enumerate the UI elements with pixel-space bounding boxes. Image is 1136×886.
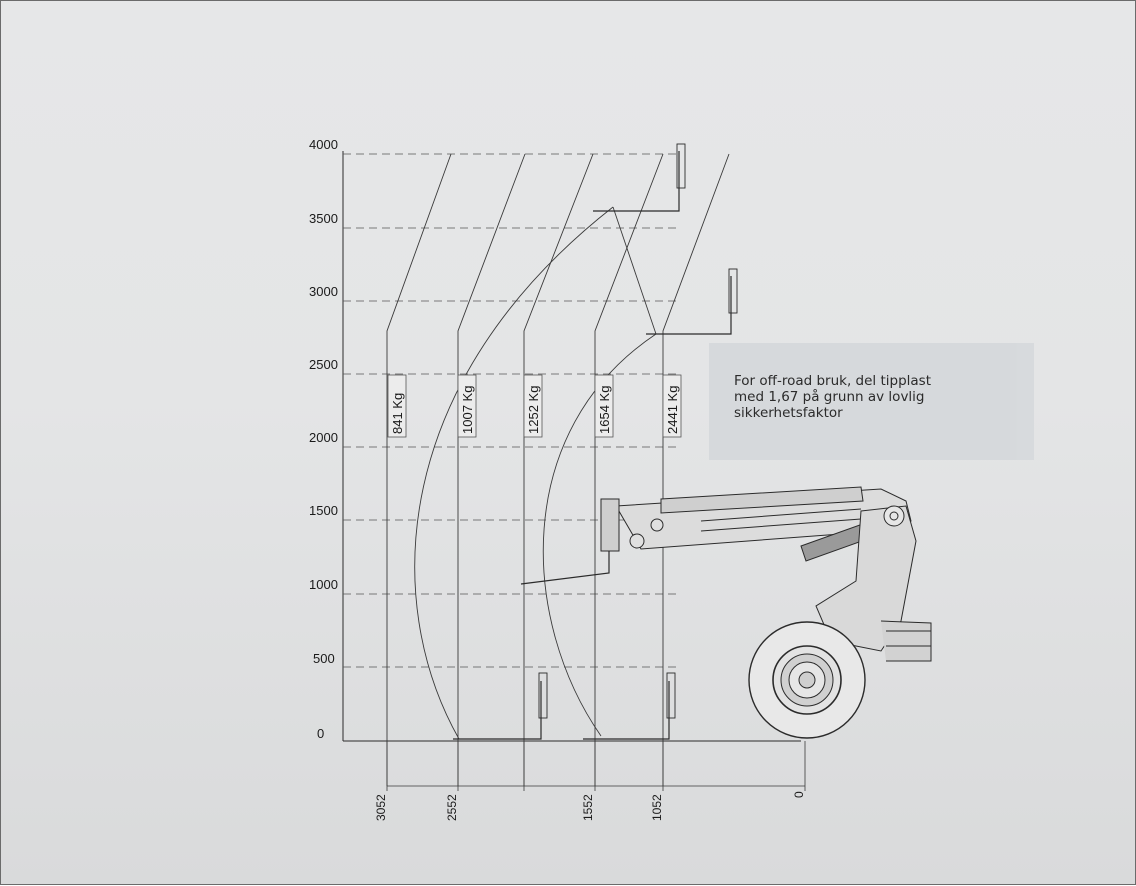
capacity-label-2441: 2441 Kg bbox=[665, 386, 680, 434]
capacity-label-1252: 1252 Kg bbox=[526, 386, 541, 434]
x-label-3052: 3052 bbox=[374, 794, 388, 821]
fork-positions bbox=[453, 143, 738, 740]
telehandler-illustration bbox=[600, 486, 932, 739]
y-label-4000: 4000 bbox=[309, 137, 338, 152]
y-label-2500: 2500 bbox=[309, 357, 338, 372]
x-label-2552: 2552 bbox=[445, 794, 459, 821]
capacity-zone-lines bbox=[386, 153, 730, 786]
y-label-1000: 1000 bbox=[309, 577, 338, 592]
y-label-500: 500 bbox=[313, 651, 335, 666]
y-label-2000: 2000 bbox=[309, 430, 338, 445]
capacity-label-1654: 1654 Kg bbox=[597, 386, 612, 434]
note-line-3: sikkerhetsfaktor bbox=[734, 405, 843, 421]
note-line-2: med 1,67 på grunn av lovlig bbox=[734, 389, 925, 405]
x-label-1552: 1552 bbox=[581, 794, 595, 821]
reach-arcs bbox=[414, 206, 657, 740]
capacity-labels: 841 Kg 1007 Kg 1252 Kg 1654 Kg 2441 Kg bbox=[387, 374, 682, 438]
note-line-1: For off-road bruk, del tipplast bbox=[734, 373, 931, 389]
y-axis bbox=[342, 151, 801, 742]
reach-dimension bbox=[386, 741, 806, 791]
y-label-0: 0 bbox=[317, 726, 324, 741]
y-label-1500: 1500 bbox=[309, 503, 338, 518]
x-label-0: 0 bbox=[792, 791, 806, 798]
capacity-label-1007: 1007 Kg bbox=[460, 386, 475, 434]
y-label-3000: 3000 bbox=[309, 284, 338, 299]
y-label-3500: 3500 bbox=[309, 211, 338, 226]
x-label-1052: 1052 bbox=[650, 794, 664, 821]
y-tick-labels: 4000 3500 3000 2500 2000 1500 1000 500 0 bbox=[309, 137, 338, 741]
x-tick-labels: 3052 2552 1552 1052 0 bbox=[374, 791, 806, 821]
capacity-label-841: 841 Kg bbox=[390, 393, 405, 434]
height-gridlines bbox=[343, 153, 681, 668]
offroad-note: For off-road bruk, del tipplast med 1,67… bbox=[709, 343, 1034, 460]
